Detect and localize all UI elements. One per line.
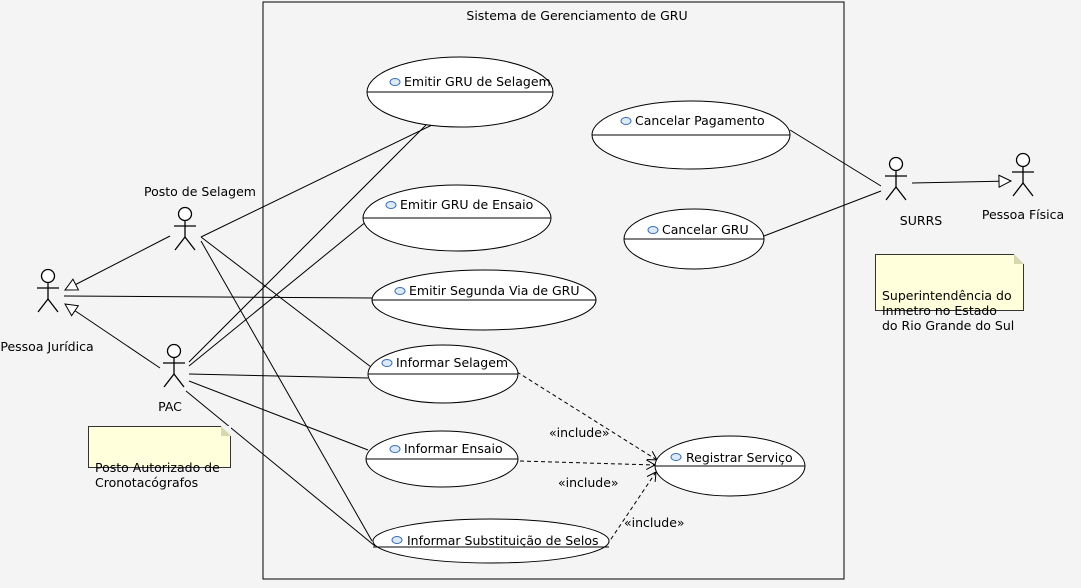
associations bbox=[63, 124, 882, 547]
usecase-icon bbox=[389, 78, 401, 86]
assoc-posto-informar-selagem bbox=[200, 236, 372, 368]
assoc-surrs-cancelar-pagamento bbox=[789, 129, 882, 187]
actor-label-fisica: Pessoa Física bbox=[982, 207, 1064, 222]
usecase-label: Emitir GRU de Selagem bbox=[404, 74, 551, 89]
usecase-icon bbox=[670, 453, 682, 461]
usecase-icon bbox=[381, 359, 393, 367]
note-fold-icon bbox=[221, 426, 231, 436]
usecase-label: Cancelar Pagamento bbox=[635, 113, 765, 128]
generalization-surrs-fisica bbox=[911, 181, 1011, 183]
usecase-informar-substituicao[interactable]: Informar Substituição de Selos bbox=[372, 518, 610, 564]
assoc-surrs-cancelar-gru bbox=[763, 190, 882, 237]
actor-label-pac: PAC bbox=[158, 399, 182, 414]
usecase-emitir-ensaio[interactable]: Emitir GRU de Ensaio bbox=[362, 184, 552, 252]
generalization-posto-juridica bbox=[65, 235, 171, 290]
assoc-pac-informar-ensaio bbox=[188, 380, 369, 451]
actor-surrs[interactable] bbox=[885, 156, 907, 201]
usecase-icon bbox=[391, 536, 403, 544]
usecase-registrar-servico[interactable]: Registrar Serviço bbox=[654, 435, 806, 497]
usecase-label: Registrar Serviço bbox=[686, 450, 793, 465]
usecase-label: Informar Ensaio bbox=[404, 441, 503, 456]
note-fold-icon bbox=[1014, 254, 1024, 264]
assoc-pac-emitir-ensaio bbox=[188, 220, 368, 367]
include-label-3: «include» bbox=[624, 515, 685, 530]
assoc-pac-informar-substituicao bbox=[185, 390, 376, 547]
usecase-icon bbox=[394, 287, 406, 295]
note-pac-text: Posto Autorizado de Cronotacógrafos bbox=[95, 460, 220, 490]
usecase-segunda-via[interactable]: Emitir Segunda Via de GRU bbox=[371, 269, 597, 331]
usecase-icon bbox=[620, 117, 632, 125]
note-pac: Posto Autorizado de Cronotacógrafos bbox=[88, 426, 231, 490]
usecase-informar-ensaio[interactable]: Informar Ensaio bbox=[365, 430, 519, 488]
usecase-icon bbox=[647, 226, 659, 234]
usecase-cancelar-pagamento[interactable]: Cancelar Pagamento bbox=[591, 100, 791, 170]
usecase-cancelar-gru[interactable]: Cancelar GRU bbox=[623, 208, 765, 270]
usecase-icon bbox=[389, 445, 401, 453]
assoc-pac-informar-selagem bbox=[188, 373, 369, 379]
actor-label-juridica: Pessoa Jurídica bbox=[0, 339, 93, 354]
actor-pessoa-fisica[interactable] bbox=[1012, 152, 1034, 197]
assoc-juridica-segunda-via bbox=[63, 295, 373, 299]
note-surrs-text: Superintendência do Inmetro no Estado do… bbox=[882, 288, 1015, 333]
usecase-label: Informar Selagem bbox=[396, 355, 508, 370]
include-label-1: «include» bbox=[549, 425, 610, 440]
include-label-2: «include» bbox=[558, 475, 619, 490]
usecase-emitir-selagem[interactable]: Emitir GRU de Selagem bbox=[366, 56, 554, 128]
usecase-label: Emitir Segunda Via de GRU bbox=[409, 283, 580, 298]
usecase-label: Emitir GRU de Ensaio bbox=[400, 197, 533, 212]
usecase-icon bbox=[385, 201, 397, 209]
usecase-informar-selagem[interactable]: Informar Selagem bbox=[367, 344, 519, 404]
assoc-posto-emitir-selagem bbox=[200, 124, 433, 238]
system-title: Sistema de Gerenciamento de GRU bbox=[466, 8, 687, 23]
usecase-label: Cancelar GRU bbox=[662, 222, 749, 237]
generalization-pac-juridica bbox=[65, 304, 161, 369]
assoc-posto-informar-substituicao bbox=[200, 240, 373, 542]
include-substituicao-registrar bbox=[606, 472, 656, 546]
actor-pessoa-juridica[interactable] bbox=[37, 268, 59, 313]
actor-label-surrs: SURRS bbox=[900, 213, 942, 228]
note-surrs: Superintendência do Inmetro no Estado do… bbox=[875, 254, 1024, 333]
actor-label-posto: Posto de Selagem bbox=[144, 184, 256, 199]
assoc-pac-emitir-selagem bbox=[188, 124, 427, 363]
actor-pac[interactable] bbox=[163, 343, 185, 388]
include-ensaio-registrar bbox=[519, 461, 655, 465]
usecase-label: Informar Substituição de Selos bbox=[407, 533, 599, 548]
actor-posto-de-selagem[interactable] bbox=[174, 206, 196, 251]
